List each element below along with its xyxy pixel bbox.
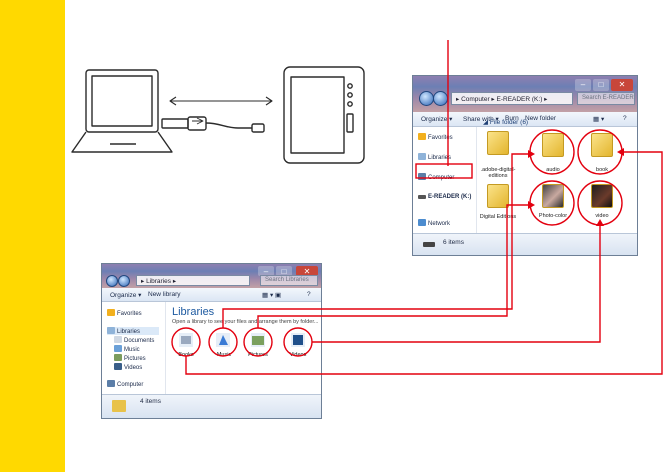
drive-icon <box>418 195 426 199</box>
usb-cable-icon <box>161 116 265 133</box>
address-crumb[interactable]: Computer <box>461 96 490 103</box>
folder-label-photo: Photo-color <box>538 213 568 219</box>
navigation-pane: Favorites Libraries Computer E-READER (K… <box>413 127 477 233</box>
search-input[interactable]: Search Libraries <box>260 275 318 286</box>
pictures-icon <box>114 354 122 361</box>
computer-icon <box>107 380 115 387</box>
new-folder-button[interactable]: New folder <box>525 115 557 122</box>
drive-status-icon <box>423 242 437 248</box>
close-button[interactable]: ✕ <box>611 79 633 91</box>
new-library-button[interactable]: New library <box>148 291 181 298</box>
nav-item-network[interactable]: Network <box>418 219 450 227</box>
library-icon <box>107 327 115 334</box>
maximize-button[interactable]: □ <box>593 79 609 91</box>
yellow-accent-strip <box>0 0 65 472</box>
nav-item-libraries[interactable]: Libraries <box>418 153 451 161</box>
explorer-window-libraries: – □ ✕ ▸ Libraries ▸ Search Libraries Org… <box>101 263 322 419</box>
folder-label-adobe: .adobe-digital-editions <box>480 167 516 179</box>
documents-icon <box>114 336 122 343</box>
share-with-button[interactable]: Share with ▾ <box>463 116 499 123</box>
nav-item-music[interactable]: Music <box>114 345 140 353</box>
forward-button[interactable] <box>433 91 448 106</box>
nav-item-videos[interactable]: Videos <box>114 363 142 371</box>
back-button[interactable] <box>106 275 118 287</box>
nav-item-computer[interactable]: Computer <box>418 173 454 181</box>
laptop-icon <box>71 69 173 153</box>
music-icon <box>114 345 122 352</box>
network-icon <box>418 219 426 226</box>
folder-label-book: book <box>596 167 608 173</box>
page-title: Libraries <box>172 306 215 318</box>
title-bar: – □ ✕ ▸ Computer ▸ E-READER (K:) ▸ Searc… <box>413 76 637 112</box>
status-bar: 6 items <box>413 233 637 255</box>
help-icon[interactable]: ? <box>623 115 627 122</box>
organize-button[interactable]: Organize ▾ <box>421 116 453 123</box>
address-bar[interactable]: ▸ Libraries ▸ <box>136 275 250 286</box>
library-label-pictures: Pictures <box>248 352 268 358</box>
item-count: 6 items <box>443 239 464 246</box>
nav-item-libraries[interactable]: Libraries <box>107 327 159 335</box>
status-bar: 4 items <box>102 394 321 418</box>
transfer-arrow-icon <box>169 96 273 106</box>
folder-icon[interactable] <box>591 133 613 157</box>
folder-icon[interactable] <box>487 184 509 208</box>
explorer-window-ereader: – □ ✕ ▸ Computer ▸ E-READER (K:) ▸ Searc… <box>412 75 638 256</box>
nav-item-ereader[interactable]: E-READER (K:) <box>418 194 471 200</box>
nav-item-documents[interactable]: Documents <box>114 336 154 344</box>
library-label-videos: Videos <box>289 352 307 358</box>
organize-button[interactable]: Organize ▾ <box>110 292 142 299</box>
folder-icon[interactable] <box>542 133 564 157</box>
item-count: 4 items <box>140 398 161 405</box>
navigation-pane: Favorites Libraries Documents Music Pict… <box>102 302 166 394</box>
search-input[interactable]: Search E-READER <box>577 92 635 105</box>
library-icon <box>418 153 426 160</box>
page-subtitle: Open a library to see your files and arr… <box>172 319 319 325</box>
folder-label-audio: audio <box>546 167 560 173</box>
nav-item-computer[interactable]: Computer <box>107 380 143 388</box>
ereader-icon <box>283 66 365 164</box>
computer-icon <box>418 173 426 180</box>
nav-item-favorites[interactable]: Favorites <box>418 133 453 141</box>
star-icon <box>418 133 426 140</box>
videos-icon <box>114 363 122 370</box>
group-header: ◢ File folder (6) <box>483 119 529 126</box>
title-bar: – □ ✕ ▸ Libraries ▸ Search Libraries <box>102 264 321 288</box>
burn-button[interactable]: Burn <box>505 115 519 122</box>
back-button[interactable] <box>419 91 434 106</box>
folder-photo-icon[interactable] <box>542 184 564 208</box>
command-bar: Organize ▾ New library ▦ ▾ ▣ ? <box>102 288 321 302</box>
folder-video-icon[interactable] <box>591 184 613 208</box>
nav-item-favorites[interactable]: Favorites <box>107 309 142 317</box>
view-icon[interactable]: ▦ ▾ <box>593 116 605 123</box>
folder-label-digital-editions: Digital Editions <box>479 214 517 220</box>
library-status-icon <box>112 400 128 413</box>
command-bar: Organize ▾ Share with ▾ Burn New folder … <box>413 112 637 127</box>
forward-button[interactable] <box>118 275 130 287</box>
folder-icon[interactable] <box>487 131 509 155</box>
star-icon <box>107 309 115 316</box>
minimize-button[interactable]: – <box>575 79 591 91</box>
nav-item-pictures[interactable]: Pictures <box>114 354 146 362</box>
view-icon[interactable]: ▦ ▾ ▣ <box>262 292 282 299</box>
folder-label-video: video <box>595 213 609 219</box>
address-bar[interactable]: ▸ Computer ▸ E-READER (K:) ▸ <box>451 92 573 105</box>
help-icon[interactable]: ? <box>307 291 311 298</box>
address-crumb[interactable]: Libraries <box>146 278 172 285</box>
address-crumb[interactable]: E-READER (K:) <box>496 96 543 103</box>
library-label-books: Books <box>178 352 194 358</box>
